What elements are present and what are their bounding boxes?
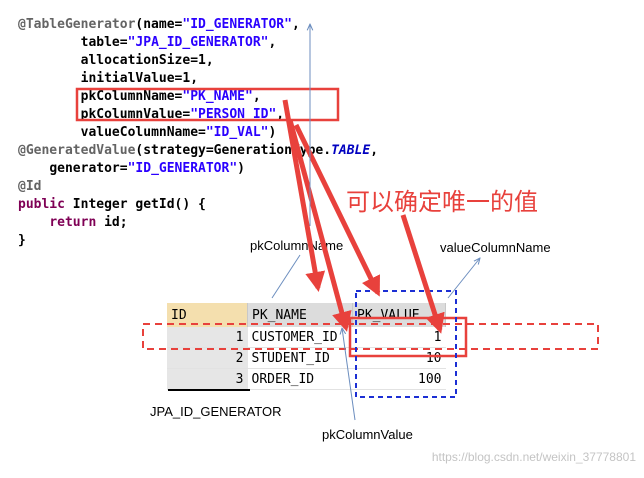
cell-id: 2 <box>167 347 248 369</box>
highlight-value-column <box>355 290 457 398</box>
code-annotation: @Id <box>18 179 42 194</box>
code-string: "ID_GENERATOR" <box>182 17 292 32</box>
cell-pk-value: 10 <box>352 347 446 369</box>
label-value-column-name: valueColumnName <box>440 240 551 255</box>
code-text: table= <box>80 35 128 50</box>
code-text: Integer getId() { <box>64 197 206 212</box>
highlight-pk-params <box>75 87 340 122</box>
code-text: ) <box>237 161 245 176</box>
code-keyword: return <box>49 215 97 230</box>
cell-pk-name: STUDENT_ID <box>247 347 353 369</box>
table-row: 3 ORDER_ID 100 <box>167 368 446 390</box>
table-row: 1 CUSTOMER_ID 1 <box>167 327 446 348</box>
code-text: generator= <box>49 161 128 176</box>
code-string: "ID_GENERATOR" <box>127 161 238 176</box>
watermark: https://blog.csdn.net/weixin_37778801 <box>431 450 636 464</box>
code-text: , <box>268 35 277 50</box>
code-text: , <box>291 17 300 32</box>
code-text: , <box>370 143 379 158</box>
code-string: "JPA_ID_GENERATOR" <box>127 35 269 50</box>
cell-id: 1 <box>167 327 248 348</box>
code-text: id; <box>96 215 128 230</box>
highlight-value-cell <box>348 316 468 358</box>
code-annotation: @TableGenerator <box>18 17 136 32</box>
code-text: allocationSize=1, <box>80 53 214 68</box>
arrow-pk-column-value-label <box>342 328 356 421</box>
label-pk-column-name: pkColumnName <box>250 238 344 253</box>
cell-pk-name: CUSTOMER_ID <box>247 327 353 348</box>
label-pk-column-value: pkColumnValue <box>322 427 413 442</box>
table-row: 2 STUDENT_ID 10 <box>167 347 446 369</box>
code-text: pkColumnValue= <box>80 107 191 122</box>
cell-id: 3 <box>167 368 248 390</box>
code-text: , <box>252 89 261 104</box>
code-text: pkColumnName= <box>80 89 183 104</box>
code-string: "PERSON_ID" <box>190 107 277 122</box>
arrow-value-column <box>293 123 381 297</box>
label-table-name: JPA_ID_GENERATOR <box>150 404 282 419</box>
code-string: "ID_VAL" <box>205 125 269 140</box>
code-annotation: @GeneratedValue <box>18 143 136 158</box>
arrow-pk-value <box>287 119 352 332</box>
cell-pk-value: 1 <box>352 327 446 348</box>
code-keyword: public <box>18 197 65 212</box>
code-string: "PK_NAME" <box>182 89 253 104</box>
code-snippet: @TableGenerator(name="ID_GENERATOR", tab… <box>18 16 378 250</box>
code-enum: TABLE <box>331 143 371 158</box>
arrow-pk-column-name-label <box>271 254 301 299</box>
arrow-value-column-name-label <box>447 258 480 299</box>
code-text: , <box>276 107 285 122</box>
cell-pk-name: ORDER_ID <box>247 368 353 390</box>
code-text: } <box>18 233 26 248</box>
code-text: (strategy=GenerationType. <box>135 143 332 158</box>
code-text: valueColumnName= <box>80 125 206 140</box>
code-text: initialValue=1, <box>80 71 199 86</box>
arrow-unique-note <box>400 214 445 334</box>
code-text: (name= <box>135 17 183 32</box>
annotation-unique-value: 可以确定唯一的值 <box>346 188 538 216</box>
code-text: ) <box>268 125 277 140</box>
highlight-row-dashed <box>142 323 599 350</box>
cell-pk-value: 100 <box>352 368 446 390</box>
